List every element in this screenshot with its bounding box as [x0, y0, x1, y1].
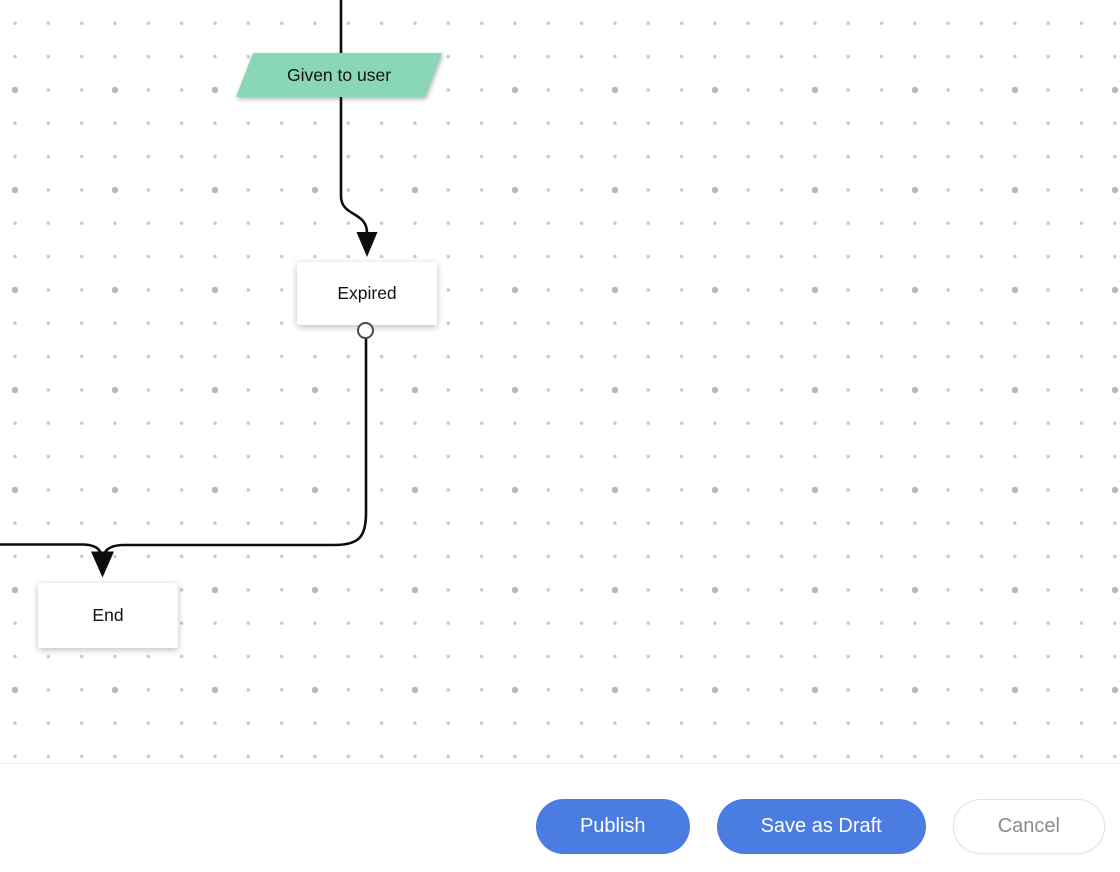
node-given-to-user-label: Given to user [286, 64, 392, 85]
edge-top-to-expired[interactable] [339, 0, 369, 234]
arrowhead-end [91, 551, 114, 578]
cancel-button[interactable]: Cancel [952, 799, 1105, 854]
edge-expired-to-end[interactable] [102, 339, 368, 555]
workflow-canvas[interactable]: Given to user Expired End [0, 0, 1120, 763]
publish-button[interactable]: Publish [535, 799, 690, 854]
footer-bar: Publish Save as Draft Cancel [0, 763, 1120, 872]
node-end-label: End [92, 605, 124, 625]
parallelogram-shape: Given to user [236, 53, 442, 97]
edge-left-to-end[interactable] [0, 543, 103, 555]
arrowhead-expired [356, 232, 378, 257]
connector-handle-expired[interactable] [357, 322, 374, 339]
node-end[interactable]: End [38, 583, 178, 648]
node-expired-label: Expired [337, 283, 397, 303]
node-expired[interactable]: Expired [297, 262, 437, 325]
save-as-draft-button[interactable]: Save as Draft [716, 799, 926, 854]
node-given-to-user[interactable]: Given to user [236, 53, 442, 97]
workflow-edges [0, 0, 378, 578]
